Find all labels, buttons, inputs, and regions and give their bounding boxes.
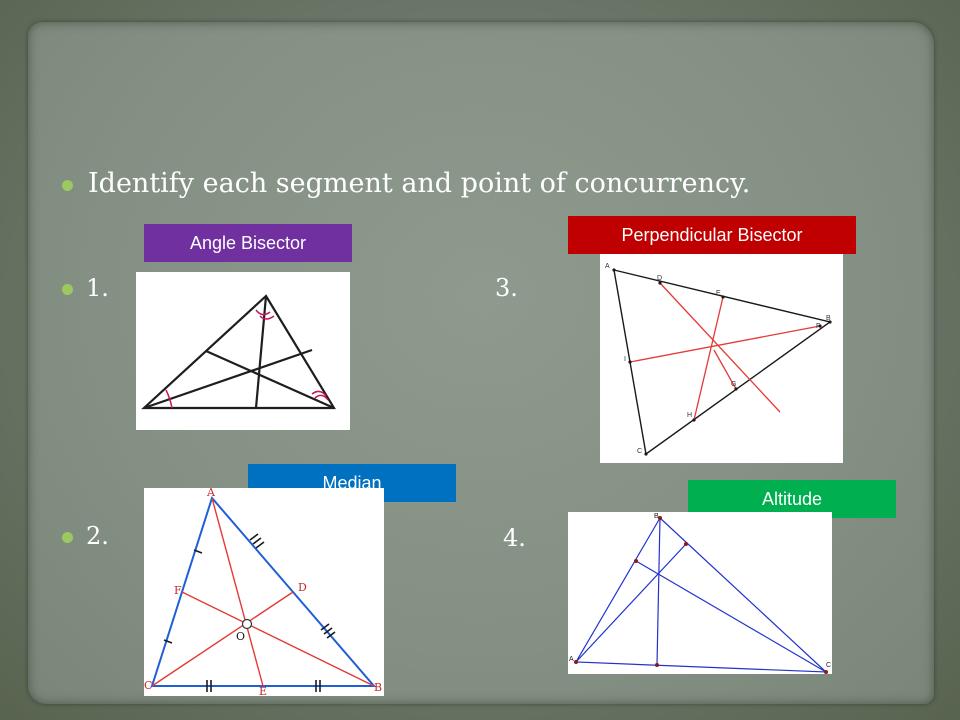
perpendicular-bisector-figure: A D E B F I G H C xyxy=(600,254,843,463)
point-label-a: A xyxy=(206,488,216,499)
item-number-3: 3. xyxy=(495,274,518,302)
point-label-c: C xyxy=(144,679,152,692)
point-label-b: B xyxy=(374,681,382,694)
angle-bisector-label: Angle Bisector xyxy=(144,224,352,262)
point-label-d: D xyxy=(298,581,307,594)
point-label-f: F xyxy=(816,323,820,330)
point-label-a: A xyxy=(569,656,574,663)
point-label-c: C xyxy=(637,448,642,455)
point-label-c: C xyxy=(826,662,831,669)
perpendicular-bisector-label: Perpendicular Bisector xyxy=(568,216,856,254)
bullet-icon xyxy=(62,284,73,295)
item-number-2: 2. xyxy=(86,522,109,550)
point-label-g: G xyxy=(731,381,736,388)
point-label-o: O xyxy=(236,630,245,643)
point-label-f: F xyxy=(174,584,182,597)
point-label-b: B xyxy=(826,315,831,322)
bullet-icon xyxy=(62,180,73,191)
point-label-i: I xyxy=(624,356,626,363)
point-label-e: E xyxy=(716,290,721,297)
item-number-4: 4. xyxy=(503,524,526,552)
point-label-d: D xyxy=(657,275,662,282)
altitude-figure: B A C xyxy=(568,512,832,674)
median-figure: A F D C E B O xyxy=(144,488,384,696)
point-label-e: E xyxy=(259,685,267,696)
altitude-label: Altitude xyxy=(688,480,896,518)
item-number-1: 1. xyxy=(86,274,109,302)
instruction-text: Identify each segment and point of concu… xyxy=(88,168,751,199)
angle-bisector-figure xyxy=(136,272,350,430)
point-label-b: B xyxy=(654,513,659,520)
bullet-icon xyxy=(62,532,73,543)
point-label-a: A xyxy=(605,263,610,270)
point-label-h: H xyxy=(687,412,692,419)
